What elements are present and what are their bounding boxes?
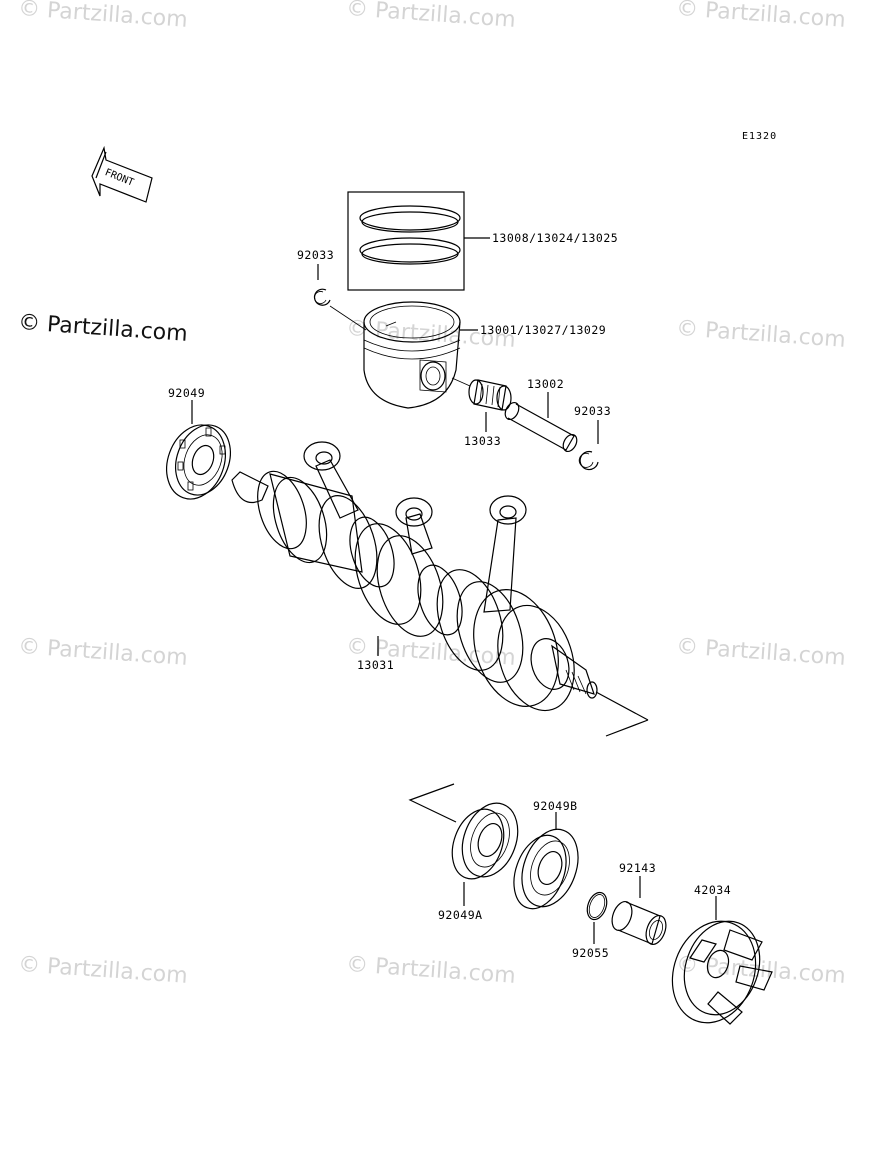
part-label-pin[interactable]: 13002 <box>527 377 565 391</box>
part-label-crankshaft[interactable]: 13031 <box>357 658 395 672</box>
circlip-right <box>578 420 599 471</box>
part-label-piston[interactable]: 13001/13027/13029 <box>480 323 607 337</box>
part-label-circlip-left[interactable]: 92033 <box>297 248 335 262</box>
part-label-coupling[interactable]: 42034 <box>694 883 732 897</box>
circlip-left <box>313 264 367 331</box>
coupling <box>671 896 773 1025</box>
diagram-code: E1320 <box>742 131 778 142</box>
part-label-o-ring[interactable]: 92055 <box>572 946 610 960</box>
oil-seal-left <box>166 400 231 500</box>
o-ring <box>586 891 608 944</box>
leader-line <box>408 783 457 823</box>
part-label-bearing[interactable]: 13033 <box>464 434 502 448</box>
part-label-oil-seal-left[interactable]: 92049 <box>168 386 206 400</box>
oil-seal-b <box>513 812 579 910</box>
needle-bearing <box>451 377 512 432</box>
piston-pin <box>504 392 578 453</box>
front-arrow-icon: FRONT <box>91 145 153 203</box>
piston-rings <box>347 191 490 291</box>
collar <box>611 876 667 946</box>
part-label-rings[interactable]: 13008/13024/13025 <box>492 231 619 245</box>
piston <box>363 301 478 409</box>
oil-seal-a <box>451 802 519 906</box>
part-label-oil-seal-b[interactable]: 92049B <box>533 799 578 813</box>
crankshaft <box>231 441 649 737</box>
part-label-collar[interactable]: 92143 <box>619 861 657 875</box>
part-label-circlip-right[interactable]: 92033 <box>574 404 612 418</box>
part-label-oil-seal-a[interactable]: 92049A <box>438 908 483 922</box>
